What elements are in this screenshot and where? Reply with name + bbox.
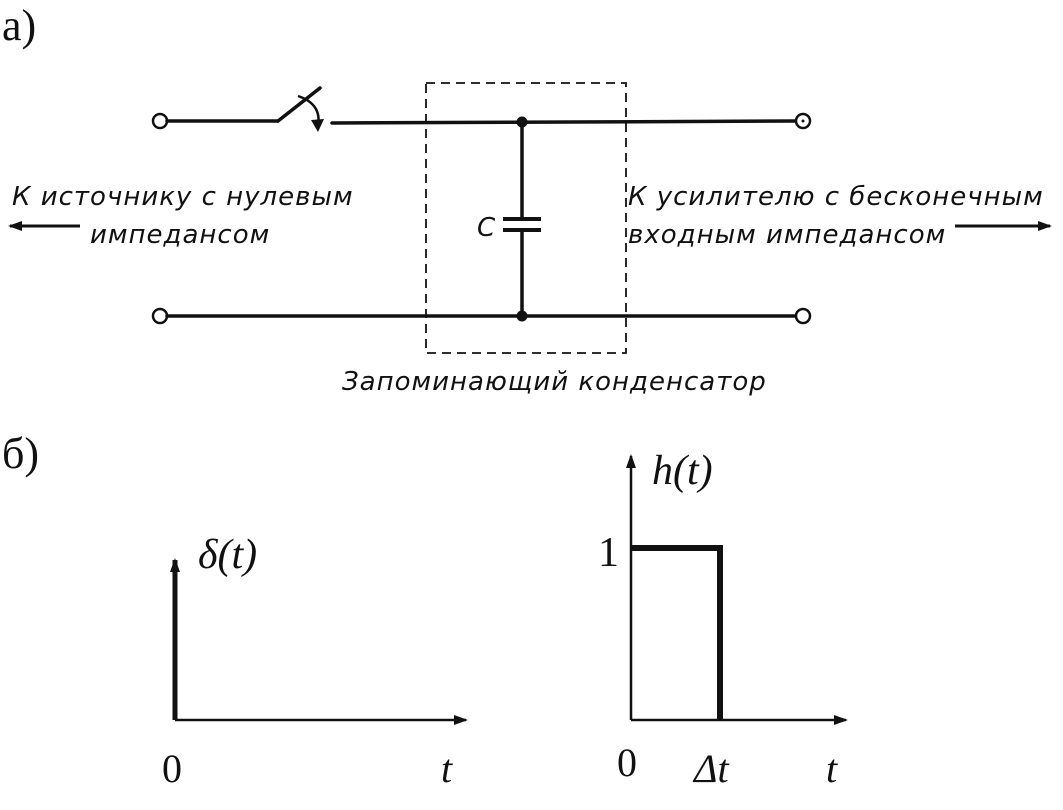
- capacitor-label: C: [477, 213, 496, 243]
- delta-plot: δ(t) 0 t: [162, 532, 468, 791]
- bottom-line: [151, 307, 812, 325]
- storage-capacitor-box: [425, 82, 627, 354]
- delta-t-axis-label: t: [441, 746, 453, 791]
- panel-a: а) C: [2, 1, 1052, 397]
- pulse-plot: h(t) 1 0 Δt t: [598, 448, 848, 791]
- pulse-level-label: 1: [598, 530, 619, 576]
- source-text-line1: К источнику с нулевым: [12, 182, 354, 212]
- amplifier-text-line1: К усилителю с бесконечным: [628, 182, 1044, 212]
- amplifier-text-line2: входным импедансом: [628, 220, 946, 250]
- pulse-origin-label: 0: [617, 740, 637, 785]
- switch: [276, 86, 324, 132]
- output-wire-top: [330, 119, 799, 125]
- top-line: [151, 86, 812, 132]
- pulse-width-label: Δt: [692, 746, 729, 791]
- pulse-t-axis-label: t: [826, 746, 838, 791]
- pulse-waveform: [631, 545, 723, 720]
- delta-function-label: δ(t): [198, 532, 257, 578]
- input-terminal-top: [151, 112, 169, 130]
- amplifier-annotation: К усилителю с бесконечным входным импеда…: [628, 182, 1052, 250]
- input-terminal-bottom: [151, 307, 169, 325]
- switch-blade: [276, 86, 322, 123]
- capacitor: C: [477, 116, 541, 322]
- delta-origin-label: 0: [162, 746, 182, 791]
- panel-b-label: б): [2, 429, 39, 478]
- pulse-function-label: h(t): [652, 448, 713, 494]
- panel-b: б) δ(t) 0 t h(t) 1 0 Δt t: [2, 429, 848, 791]
- output-terminal-bottom: [794, 307, 812, 325]
- source-text-line2: импедансом: [90, 220, 270, 250]
- panel-a-label: а): [2, 1, 36, 50]
- source-annotation: К источнику с нулевым импедансом: [8, 182, 354, 250]
- box-caption: Запоминающий конденсатор: [342, 367, 767, 397]
- switch-arrowhead: [311, 119, 324, 132]
